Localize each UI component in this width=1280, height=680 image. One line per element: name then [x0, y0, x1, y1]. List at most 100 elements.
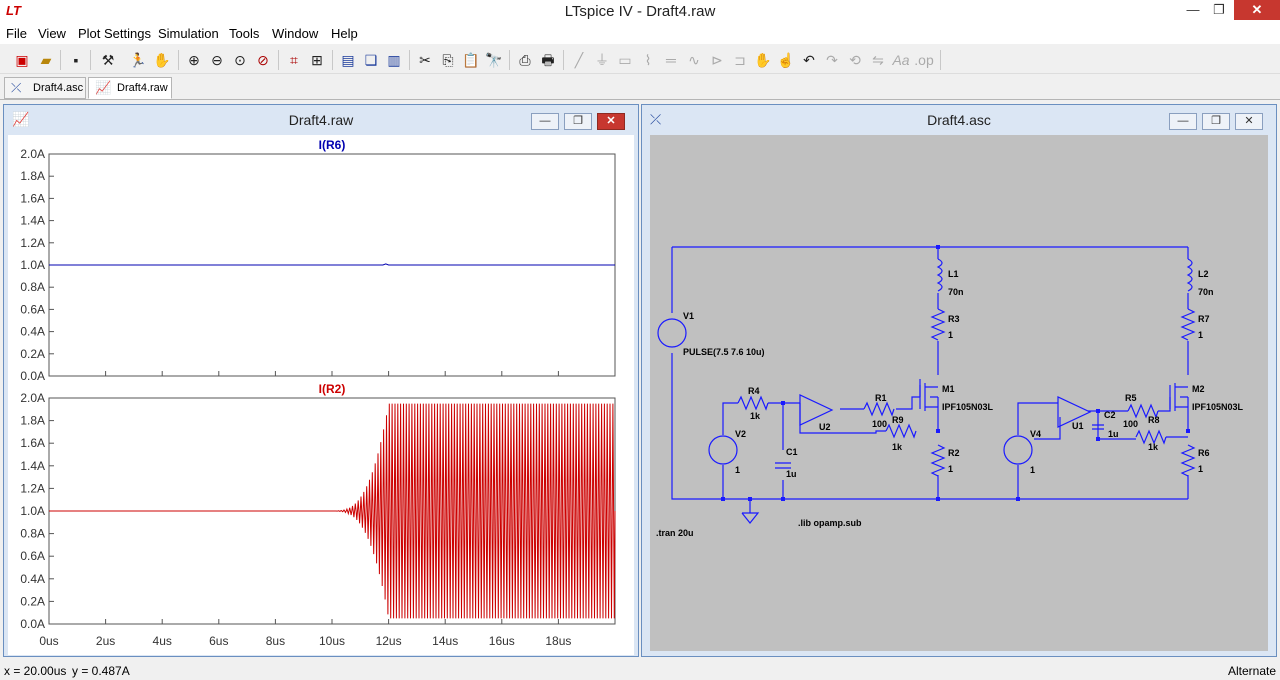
x-tick-label: 10us [319, 634, 345, 648]
schematic-maximize-button[interactable]: ❐ [1202, 113, 1230, 130]
pane2-trace-label[interactable]: I(R2) [319, 382, 346, 396]
open-icon[interactable]: ▰ [40, 52, 52, 68]
svg-text:R7: R7 [1198, 314, 1210, 324]
undo-icon[interactable]: ↶ [803, 52, 815, 68]
app-title: LTspice IV - Draft4.raw [564, 3, 716, 20]
find-icon[interactable]: 🔭 [485, 52, 503, 68]
ground-icon[interactable]: ⏚ [595, 52, 609, 68]
new-schematic-icon[interactable]: ▣ [15, 52, 29, 68]
y-tick-label: 1.0A [20, 504, 45, 518]
c1-capacitor-icon [775, 462, 791, 469]
diode-icon[interactable]: ⊳ [711, 52, 723, 68]
rotate-icon[interactable]: ⟲ [849, 52, 861, 68]
y-tick-label: 0.6A [20, 549, 45, 563]
svg-text:R9: R9 [892, 415, 904, 425]
tile-horizontal-icon[interactable]: ▤ [341, 52, 355, 68]
title-bar: LT LTspice IV - Draft4.raw — ❐ ✕ [0, 0, 1280, 24]
autorange-icon[interactable]: ⌗ [290, 52, 298, 68]
schematic-window[interactable]: ⤫ Draft4.asc — ❐ ✕ [641, 104, 1277, 657]
mirror-icon[interactable]: ⇋ [872, 52, 884, 68]
y-tick-label: 1.2A [20, 481, 45, 495]
menu-view[interactable]: View [38, 26, 66, 41]
svg-text:70n: 70n [948, 287, 964, 297]
m2-mosfet-icon [1169, 383, 1188, 411]
ltspice-logo-icon: LT [6, 3, 21, 18]
label-icon[interactable]: ▭ [618, 52, 632, 68]
components [657, 258, 1196, 477]
move-icon[interactable]: ✋ [754, 52, 772, 68]
waveform-close-button[interactable]: ✕ [597, 113, 625, 130]
inductor-icon[interactable]: ∿ [688, 52, 700, 68]
trace-i-r6[interactable] [49, 263, 615, 266]
zoom-out-icon[interactable]: ⊖ [211, 52, 223, 68]
halt-icon[interactable]: ✋ [153, 52, 171, 68]
v1-source-icon [657, 318, 687, 348]
tab-label: Draft4.asc [33, 82, 84, 94]
y-tick-label: 2.0A [20, 147, 45, 161]
menu-help[interactable]: Help [331, 26, 358, 41]
menu-bar: File View Plot Settings Simulation Tools… [0, 24, 1280, 44]
copy-icon[interactable]: ⎘ [442, 52, 454, 68]
svg-text:70n: 70n [1198, 287, 1214, 297]
toolbar: ▣ ▰ ▪ ⚒ 🏃 ✋ ⊕ ⊖ ⊙ ⊘ ⌗ ⊞ ▤ ❏ ▥ ✂ ⎘ 📋 🔭 ⎙ … [0, 44, 1280, 74]
component-icon[interactable]: ⊐ [734, 52, 746, 68]
menu-file[interactable]: File [6, 26, 27, 41]
menu-simulation[interactable]: Simulation [158, 26, 219, 41]
redo-icon[interactable]: ↷ [826, 52, 838, 68]
svg-text:V1: V1 [683, 311, 694, 321]
waveform-icon: 📈 [95, 80, 112, 95]
menu-plot-settings[interactable]: Plot Settings [78, 26, 151, 41]
capacitor-icon[interactable]: ═ [666, 52, 676, 68]
zoom-fit-icon[interactable]: ⊙ [234, 52, 246, 68]
zoom-in-icon[interactable]: ⊕ [188, 52, 200, 68]
x-tick-label: 0us [39, 634, 58, 648]
waveform-plot[interactable]: I(R6) I(R2) 2.0A1.8A1.6A1.4A1.2A1.0A0.8A… [8, 135, 634, 655]
close-button[interactable]: ✕ [1234, 0, 1280, 20]
print-icon[interactable]: 🖶 [541, 52, 555, 68]
wire-icon[interactable]: ╱ [574, 52, 584, 68]
spice-directive-icon[interactable]: .op [914, 52, 934, 68]
pane1-trace-label[interactable]: I(R6) [319, 138, 346, 152]
autorange-y-icon[interactable]: ⊞ [311, 52, 323, 68]
x-tick-label: 8us [266, 634, 285, 648]
schematic-canvas[interactable]: V1 PULSE(7.5 7.6 10u) V2 1 V4 1 L1 70n L… [650, 135, 1268, 651]
svg-text:100: 100 [1123, 419, 1138, 429]
cascade-icon[interactable]: ❏ [364, 52, 378, 68]
y-tick-label: 0.8A [20, 280, 45, 294]
run-icon[interactable]: 🏃 [129, 52, 147, 68]
drag-icon[interactable]: ☝ [777, 52, 795, 68]
schematic-icon: ⤫ [11, 80, 22, 95]
r7-resistor-icon [1180, 308, 1196, 341]
zoom-cancel-icon[interactable]: ⊘ [257, 52, 269, 68]
svg-text:R1: R1 [875, 393, 887, 403]
control-panel-icon[interactable]: ⚒ [101, 52, 115, 68]
trace-i-r2[interactable] [49, 403, 616, 619]
schematic-close-button[interactable]: ✕ [1235, 113, 1263, 130]
minimize-button[interactable]: — [1186, 2, 1200, 17]
r5-resistor-icon [1127, 403, 1159, 419]
resistor-icon[interactable]: ⌇ [644, 52, 652, 68]
restore-button[interactable]: ❐ [1213, 2, 1225, 17]
tab-draft4-raw[interactable]: 📈 Draft4.raw [88, 77, 172, 99]
tile-vertical-icon[interactable]: ▥ [387, 52, 401, 68]
svg-text:L1: L1 [948, 269, 959, 279]
svg-text:R2: R2 [948, 448, 960, 458]
menu-window[interactable]: Window [272, 26, 319, 41]
l1-inductor-icon [936, 258, 943, 292]
x-tick-label: 12us [376, 634, 402, 648]
svg-text:U2: U2 [819, 422, 831, 432]
y-tick-label: 1.2A [20, 236, 45, 250]
tab-draft4-asc[interactable]: ⤫ Draft4.asc [4, 77, 86, 99]
cut-icon[interactable]: ✂ [419, 52, 431, 68]
paste-icon[interactable]: 📋 [462, 52, 480, 68]
schematic-minimize-button[interactable]: — [1169, 113, 1197, 130]
c2-capacitor-icon [1092, 424, 1104, 430]
print-setup-icon[interactable]: ⎙ [519, 52, 531, 68]
waveform-minimize-button[interactable]: — [531, 113, 559, 130]
status-mode: Alternate [1228, 664, 1277, 678]
text-icon[interactable]: Aa [892, 52, 910, 68]
save-icon[interactable]: ▪ [73, 52, 79, 68]
waveform-maximize-button[interactable]: ❐ [564, 113, 592, 130]
menu-tools[interactable]: Tools [229, 26, 260, 41]
